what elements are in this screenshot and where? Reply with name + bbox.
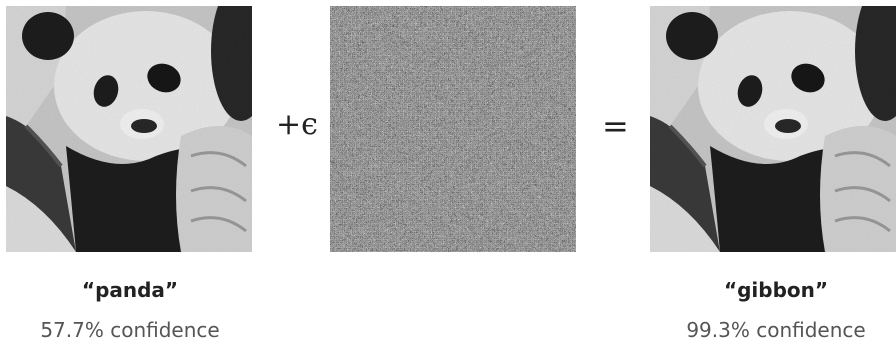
- panda-label: “panda”: [81, 278, 179, 302]
- panda-confidence: 57.7% confidence: [40, 318, 220, 342]
- gibbon-label: “gibbon”: [723, 278, 829, 302]
- noise-image: [330, 6, 576, 252]
- plus-epsilon-operator: +ϵ: [276, 107, 318, 142]
- panda-image: [6, 6, 252, 252]
- equals-operator: =: [602, 107, 629, 145]
- gibbon-confidence: 99.3% confidence: [686, 318, 866, 342]
- adversarial-panda-image: [650, 6, 896, 252]
